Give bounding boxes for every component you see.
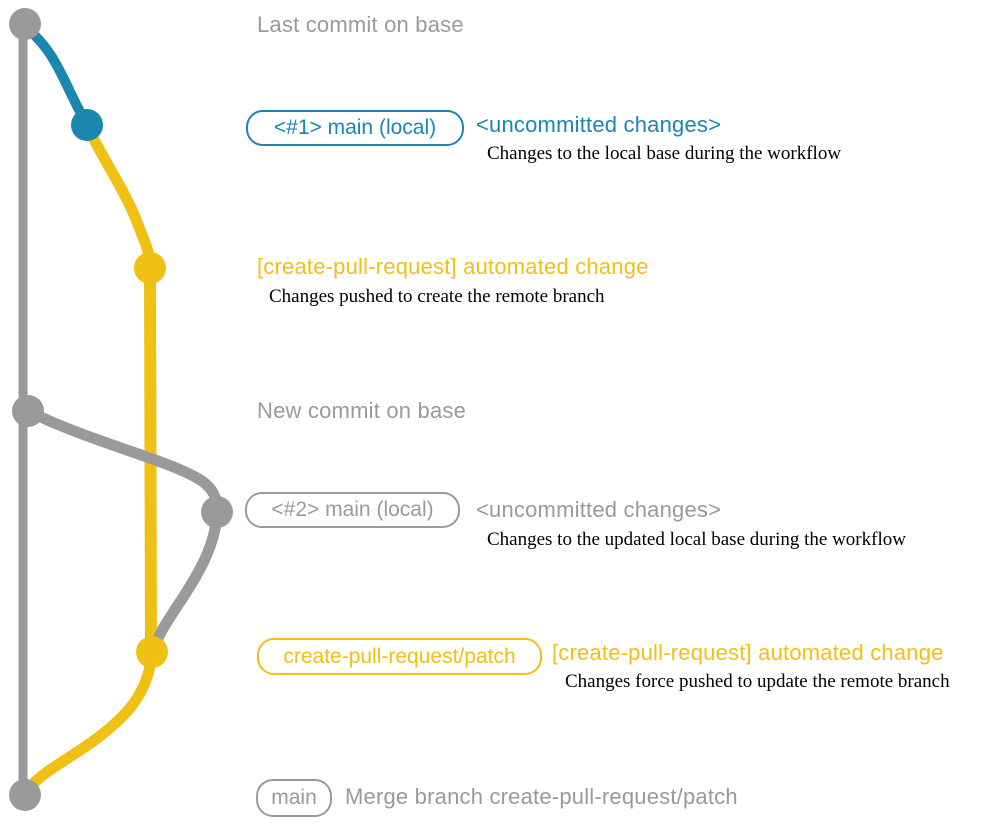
label-new-commit-on-base: New commit on base <box>257 398 467 423</box>
desc-force-pushed: Changes force pushed to update the remot… <box>565 671 950 692</box>
label-uncommitted-changes-1: <uncommitted changes> <box>476 112 722 137</box>
badge-main-local-2: <#2> main (local) <box>245 492 460 528</box>
commit-dot-patch-1 <box>134 252 166 284</box>
commit-dot-local-main-2 <box>201 496 233 528</box>
badge-main: main <box>256 779 332 817</box>
local-main-2-in-line <box>147 506 223 657</box>
patch-branch-upper-line <box>81 119 156 274</box>
desc-changes-pushed: Changes pushed to create the remote bran… <box>269 286 605 307</box>
commit-dots <box>9 8 233 811</box>
badge-create-pull-request-patch: create-pull-request/patch <box>257 638 542 675</box>
desc-updated-local-base-changes: Changes to the updated local base during… <box>487 529 906 550</box>
patch-branch-merge-line <box>20 646 158 799</box>
label-last-commit-on-base: Last commit on base <box>257 12 464 37</box>
badge-main-local-1: <#1> main (local) <box>246 110 464 146</box>
git-graph <box>9 8 233 811</box>
commit-dot-base-new <box>12 395 44 427</box>
label-automated-change-2: [create-pull-request] automated change <box>552 640 944 665</box>
local-main-1-line <box>22 23 92 130</box>
desc-local-base-changes: Changes to the local base during the wor… <box>487 143 842 164</box>
commit-dot-base-last <box>9 8 41 40</box>
commit-dot-local-main-1 <box>71 109 103 141</box>
label-automated-change-1: [create-pull-request] automated change <box>257 254 649 279</box>
local-main-2-out-line <box>22 405 223 518</box>
commit-dot-patch-2 <box>136 636 168 668</box>
label-merge-message: Merge branch create-pull-request/patch <box>345 784 738 809</box>
commit-dot-merge <box>9 779 41 811</box>
label-uncommitted-changes-2: <uncommitted changes> <box>476 497 722 522</box>
